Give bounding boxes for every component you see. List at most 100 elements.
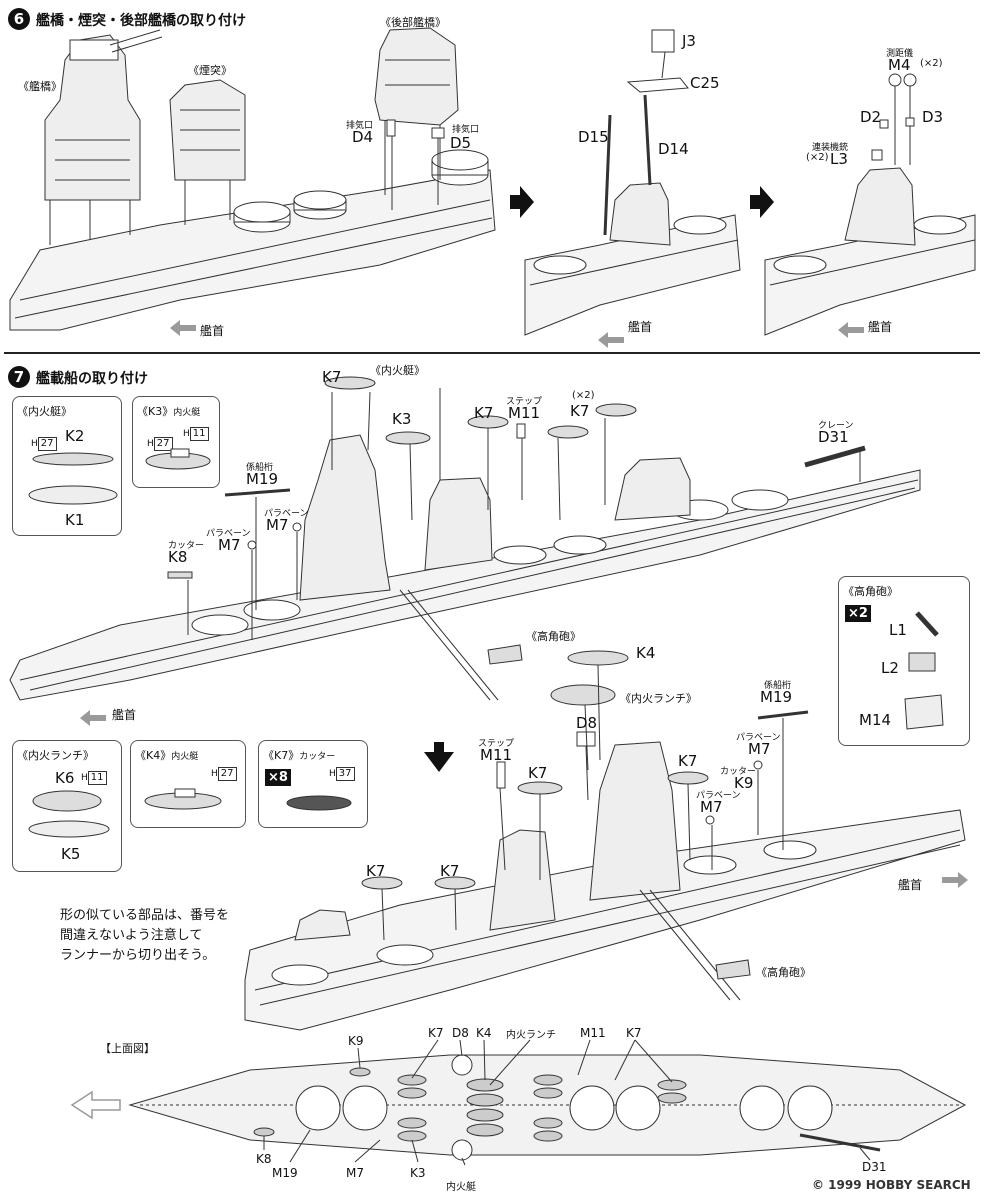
upper-k7-a: K7 [322, 368, 342, 386]
upper-k7-b: K7 [474, 404, 494, 422]
lower-m19: M19 [760, 688, 793, 706]
note-line-3: ランナーから切り出そう。 [60, 948, 216, 963]
upper-paravane-note-2: パラベーン [264, 509, 309, 519]
lower-bow-label: 艦首 [898, 878, 923, 892]
topview-k7-b: K7 [626, 1026, 642, 1040]
m4-quantity: (×2) [920, 58, 943, 69]
topview-d31: D31 [862, 1160, 887, 1174]
part-d4: D4 [352, 128, 374, 146]
launch-box-title: 《内火ランチ》 [17, 749, 94, 762]
bridge-heading: 《艦橋》 [18, 80, 62, 93]
part-d5: D5 [450, 134, 472, 152]
topview-motorboat: 内火艇 [446, 1182, 476, 1193]
bow-arrow-6c [838, 322, 864, 338]
step7-lower-hull [244, 809, 966, 1031]
lower-k7-c: K7 [366, 862, 386, 880]
note-line-1: 形の似ている部品は、番号を [60, 908, 230, 923]
part-k1: K1 [65, 511, 85, 529]
lower-k9: K9 [734, 774, 754, 792]
lower-m11: M11 [480, 746, 513, 764]
rangefinder-note: 測距儀 [886, 49, 914, 59]
next-arrow-2 [750, 186, 774, 218]
step-7-title: 艦載船の取り付け [36, 371, 148, 387]
upper-k7-qty: (×2) [572, 390, 595, 401]
upper-k8: K8 [168, 548, 188, 566]
upper-k7-c: K7 [570, 402, 590, 420]
aa-gun-shield-upper [487, 644, 523, 665]
lower-cutter-note: カッター [720, 767, 757, 777]
aft-bridge [374, 27, 459, 126]
part-k6: K6 [55, 769, 75, 787]
lower-step-note: ステップ [478, 739, 515, 749]
launch-heading: 《内火ランチ》 [620, 692, 697, 705]
step-6-number: 6 [8, 8, 30, 30]
part-d2: D2 [860, 108, 882, 126]
lower-paravane-note-1: パラベーン [736, 733, 781, 743]
part-d31: D31 [818, 428, 849, 446]
part-d3: D3 [922, 108, 944, 126]
topview-k7-a: K7 [428, 1026, 444, 1040]
bridge-tower [44, 34, 141, 201]
upper-step-note: ステップ [506, 397, 543, 407]
bow-arrow-7b [942, 872, 968, 888]
topview-m11: M11 [580, 1026, 606, 1040]
lower-m7-a: M7 [748, 740, 771, 758]
next-arrow-1 [510, 186, 534, 218]
topview-bow-arrow [70, 1090, 121, 1120]
upper-cutter-note: カッター [168, 541, 205, 551]
bow-arrow-6b [598, 332, 624, 348]
panel3-hull [764, 214, 976, 336]
funnel-heading: 《煙突》 [188, 64, 232, 77]
part-l2: L2 [881, 659, 899, 677]
topview-k8: K8 [256, 1152, 272, 1166]
down-arrow [424, 742, 454, 772]
upper-paravane-note-1: パラベーン [206, 529, 251, 539]
aa-quantity: ×2 [845, 605, 871, 622]
part-l1: L1 [889, 621, 907, 639]
exhaust-note-2: 排気口 [452, 125, 480, 135]
upper-m19: M19 [246, 470, 279, 488]
aa-box-title: 《高角砲》 [843, 585, 898, 598]
section-divider [4, 352, 980, 354]
topview-k9: K9 [348, 1034, 364, 1048]
upper-boom-note: 係船桁 [246, 463, 274, 473]
bow-label-6a: 艦首 [200, 324, 225, 338]
upper-m7-b: M7 [266, 516, 289, 534]
lower-k7-a: K7 [528, 764, 548, 782]
topview-hull [128, 1054, 967, 1156]
panel2-hull [524, 214, 741, 336]
lower-boom-note: 係船桁 [764, 681, 792, 691]
lower-paravane-note-2: パラベーン [696, 791, 741, 801]
aa-gun-box: 《高角砲》 ×2 L1 L2 M14 [838, 576, 970, 746]
step-7-number: 7 [8, 366, 30, 388]
part-m14: M14 [859, 711, 892, 729]
exhaust-note-1: 排気口 [346, 121, 374, 131]
bow-arrow-6a [170, 320, 196, 336]
topview-launch: 内火ランチ [506, 1030, 556, 1041]
part-d15: D15 [578, 128, 609, 146]
motorboat-box-title: 《内火艇》 [17, 405, 72, 418]
upper-k3: K3 [392, 410, 412, 428]
lower-m7-b: M7 [700, 798, 723, 816]
topview-m19: M19 [272, 1166, 298, 1180]
bow-label-6b: 艦首 [628, 320, 653, 334]
machine-gun-note: 連装機銃 [812, 143, 849, 153]
part-l3: L3 [830, 150, 848, 168]
topview-k4: K4 [476, 1026, 492, 1040]
lower-k7-d: K7 [440, 862, 460, 880]
aa-gun-shield-lower [715, 959, 751, 980]
part-c25: C25 [690, 74, 720, 92]
k7-box-title: 《K7》カッター [263, 749, 336, 762]
part-j3: J3 [682, 32, 696, 50]
aft-bridge-heading: 《後部艦橋》 [380, 16, 446, 29]
lower-k7-b: K7 [678, 752, 698, 770]
l3-quantity: (×2) [806, 152, 829, 163]
